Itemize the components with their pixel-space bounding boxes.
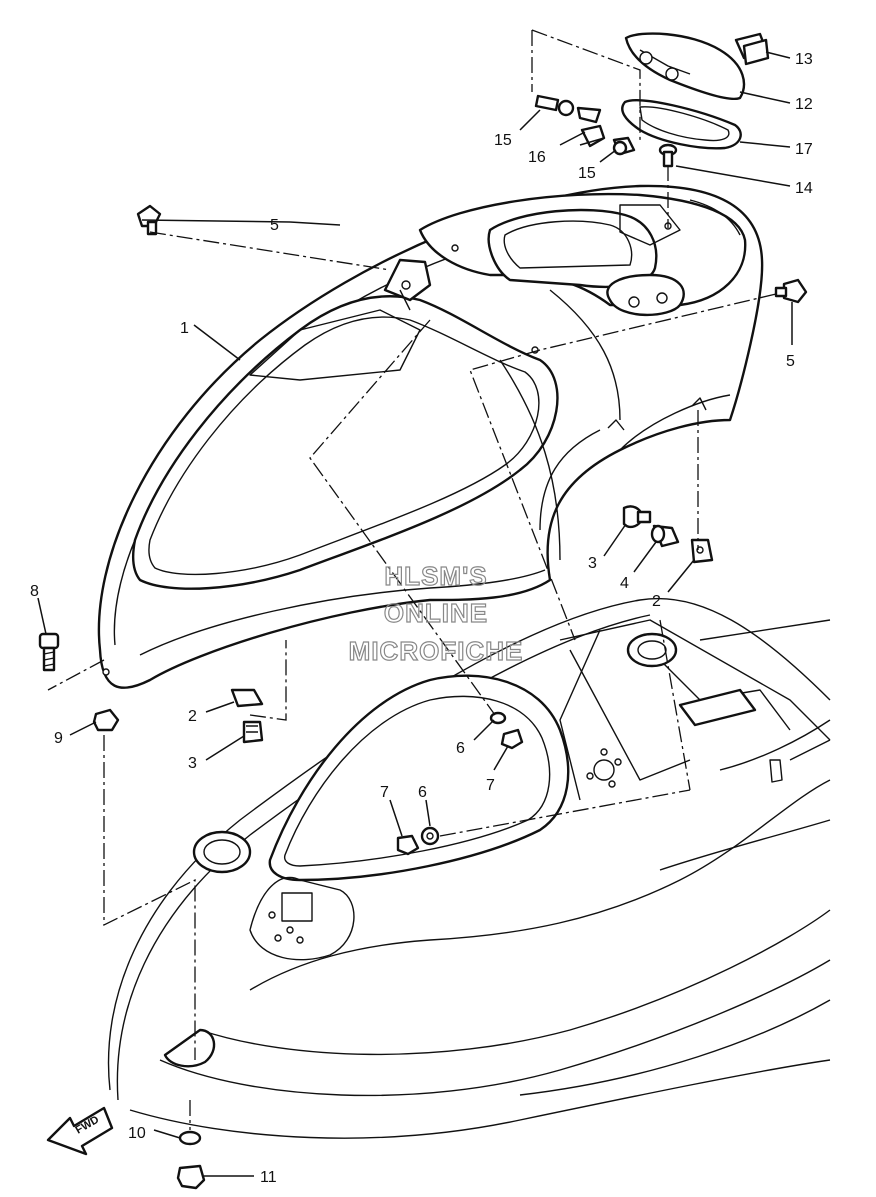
parts-2-3-4-right [622,505,714,564]
part-12-lid [624,32,746,101]
callout-2-right: 2 [652,593,661,610]
callout-15-top: 15 [494,132,512,149]
part-17-gasket [621,99,742,150]
part-15-16-clips [534,94,636,156]
parts-10-11 [176,1130,206,1190]
part-14-stud [658,143,678,168]
watermark-line-3: MICROFICHE [349,636,524,666]
callout-10: 10 [128,1125,146,1142]
callout-2-left: 2 [188,708,197,725]
callout-4: 4 [620,575,629,592]
callout-5-left: 5 [270,217,279,234]
callout-13: 13 [795,51,813,68]
watermark: HLSM'S ONLINE MICROFICHE [348,560,524,666]
callout-7-center: 7 [486,777,495,794]
parts-8-9-left [38,632,120,732]
upper-cover-part-1 [97,184,764,689]
callout-5-right: 5 [786,353,795,370]
callout-6-center: 6 [456,740,465,757]
callout-3-right: 3 [588,555,597,572]
callout-numbers: 13 12 17 14 15 16 15 5 1 5 3 4 2 8 9 2 3… [30,51,813,1186]
callout-15-bottom: 15 [578,165,596,182]
part-13-cap [734,32,770,66]
watermark-line-1: HLSM'S [384,561,487,591]
callout-16: 16 [528,149,546,166]
callout-3-left: 3 [188,755,197,772]
callout-12: 12 [795,96,813,113]
hull-deck [107,597,831,1139]
callout-7-lower: 7 [380,784,389,801]
callout-17: 17 [795,141,813,158]
parts-6-7 [396,711,524,856]
callout-14: 14 [795,180,813,197]
callout-1: 1 [180,320,189,337]
callout-6-lower: 6 [418,784,427,801]
assembly-lines [47,29,777,1130]
leader-lines [37,51,793,1177]
callout-9: 9 [54,730,63,747]
callout-8: 8 [30,583,39,600]
watermark-line-2: ONLINE [384,598,488,628]
callout-11: 11 [260,1169,277,1186]
fwd-direction-arrow: FWD [46,1106,114,1156]
parts-2-3-left [230,688,264,744]
